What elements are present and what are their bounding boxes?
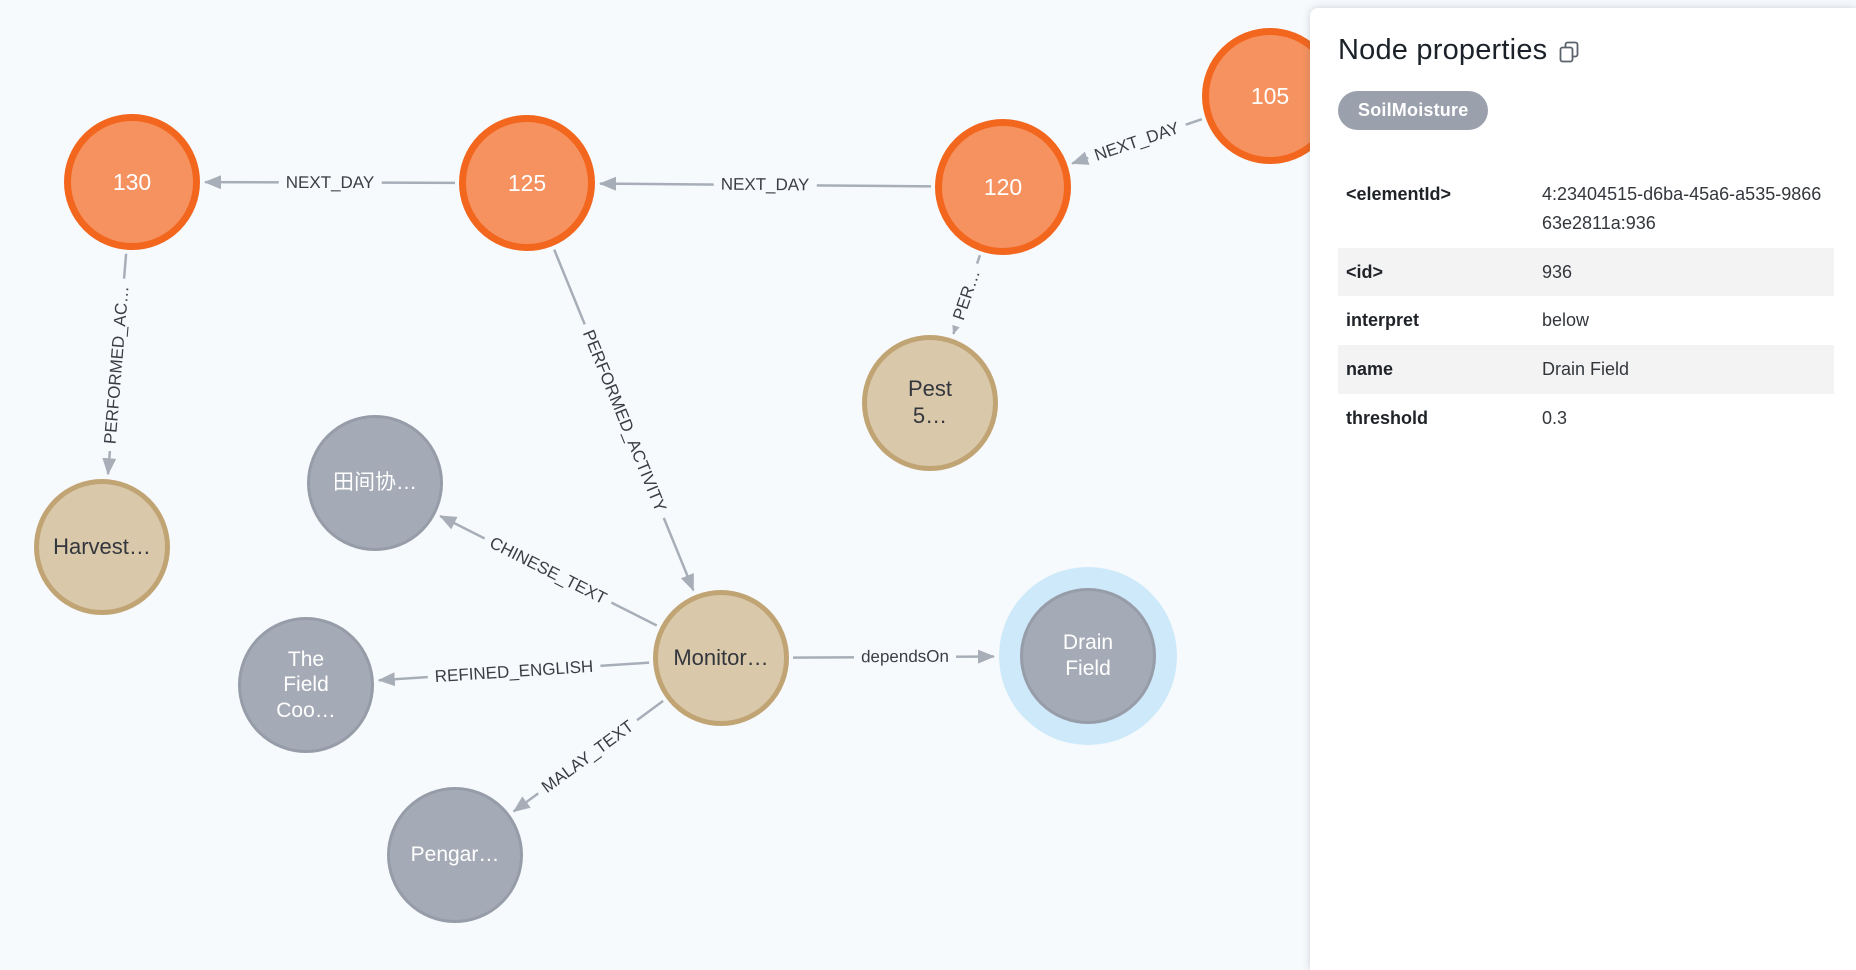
node-caption-line: Field	[283, 673, 329, 697]
property-row: <elementId> 4:23404515-d6ba-45a6-a535-986…	[1338, 170, 1834, 248]
property-key: <id>	[1346, 261, 1384, 282]
node-caption-line: 105	[1250, 82, 1290, 109]
node-caption-line: 120	[983, 173, 1023, 200]
properties-table: <elementId> 4:23404515-d6ba-45a6-a535-986…	[1338, 170, 1834, 443]
node-caption-line: Pengar…	[410, 843, 500, 867]
panel-title: Node properties	[1338, 34, 1548, 66]
property-key: threshold	[1346, 407, 1429, 428]
node-caption-line: 5…	[912, 403, 948, 428]
property-value: Drain Field	[1542, 359, 1630, 380]
edge-label[interactable]: dependsOn	[853, 645, 956, 669]
node-caption-line: 130	[112, 168, 152, 195]
node-label-badge: SoilMoisture	[1338, 91, 1489, 130]
node-caption-line: 田间协…	[333, 471, 417, 495]
node-caption-line: Field	[1065, 657, 1111, 680]
property-row: interpret below	[1338, 296, 1834, 345]
graph-node-day125[interactable]: 125	[459, 115, 595, 251]
panel-header: Node properties	[1338, 34, 1834, 67]
node-properties-panel: Node properties SoilMoisture <elementId>…	[1310, 8, 1856, 970]
edge-label[interactable]: NEXT_DAY	[278, 171, 381, 194]
property-row: threshold 0.3	[1338, 394, 1834, 443]
node-caption-line: Coo…	[276, 698, 336, 722]
graph-node-pengar[interactable]: Pengar…	[387, 787, 523, 923]
graph-node-day130[interactable]: 130	[64, 114, 200, 250]
property-key: <elementId>	[1346, 184, 1452, 204]
graph-node-chinese[interactable]: 田间协…	[307, 415, 443, 551]
edge-label[interactable]: NEXT_DAY	[713, 173, 817, 197]
node-caption-line: Monitor…	[673, 644, 769, 670]
node-caption-line: Harvest…	[53, 533, 151, 559]
property-key: interpret	[1346, 310, 1420, 331]
graph-node-harvest[interactable]: Harvest…	[34, 479, 170, 615]
property-row: name Drain Field	[1338, 345, 1834, 394]
property-value: below	[1542, 310, 1590, 331]
graph-node-day120[interactable]: 120	[935, 119, 1071, 255]
property-row: <id> 936	[1338, 247, 1834, 297]
property-key: name	[1346, 359, 1394, 380]
copy-icon[interactable]	[1559, 41, 1580, 64]
property-value: 4:23404515-d6ba-45a6-a535-986663e2811a:9…	[1542, 184, 1822, 233]
property-value: 936	[1542, 261, 1573, 282]
node-caption-line: The	[287, 647, 325, 671]
graph-node-monitor[interactable]: Monitor…	[653, 590, 789, 726]
node-caption-line: Drain	[1062, 631, 1114, 655]
node-caption-line: Pest	[907, 376, 953, 402]
node-caption-line: 125	[507, 169, 547, 196]
property-value: 0.3	[1542, 407, 1568, 428]
